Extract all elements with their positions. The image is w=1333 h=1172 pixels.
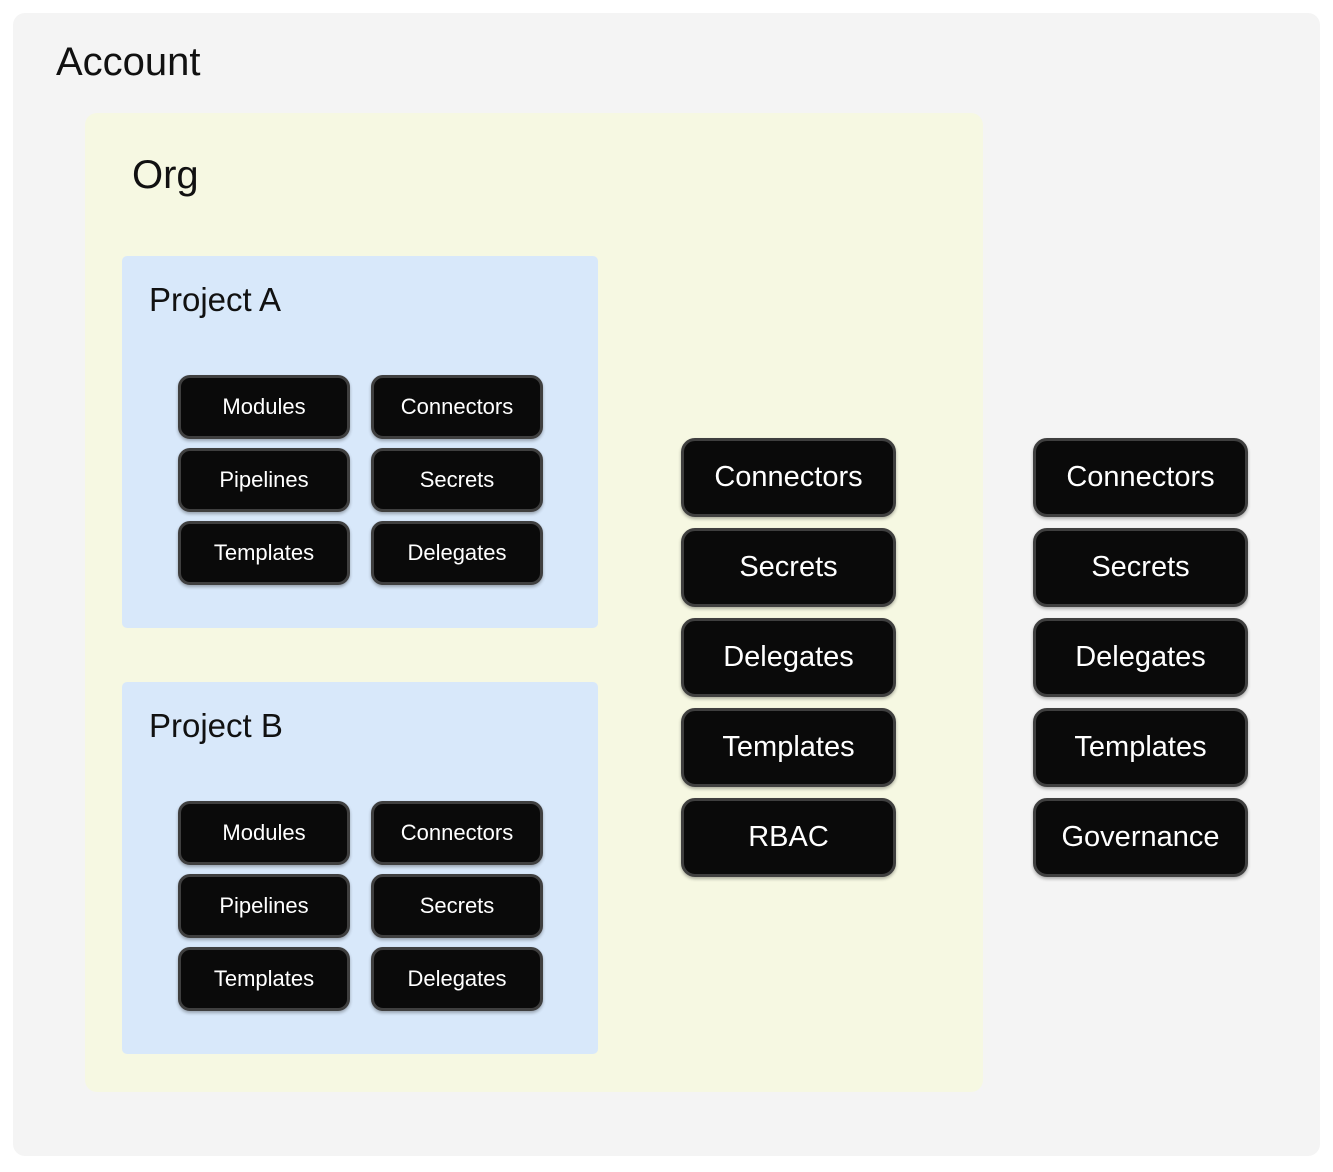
- org-templates-pill: Templates: [681, 708, 896, 787]
- org-container: Org Project A Modules Connectors Pipelin…: [85, 113, 983, 1092]
- project-a-container: Project A Modules Connectors Pipelines S…: [122, 256, 598, 628]
- org-secrets-pill: Secrets: [681, 528, 896, 607]
- project-a-pipelines-pill: Pipelines: [178, 448, 350, 512]
- account-delegates-pill: Delegates: [1033, 618, 1248, 697]
- project-a-delegates-pill: Delegates: [371, 521, 543, 585]
- org-delegates-pill: Delegates: [681, 618, 896, 697]
- project-a-connectors-pill: Connectors: [371, 375, 543, 439]
- account-governance-pill: Governance: [1033, 798, 1248, 877]
- project-a-modules-pill: Modules: [178, 375, 350, 439]
- account-connectors-pill: Connectors: [1033, 438, 1248, 517]
- org-title: Org: [132, 153, 199, 197]
- project-b-title: Project B: [149, 707, 283, 744]
- account-secrets-pill: Secrets: [1033, 528, 1248, 607]
- account-container: Account Org Project A Modules Connectors…: [13, 13, 1320, 1156]
- project-b-delegates-pill: Delegates: [371, 947, 543, 1011]
- project-a-templates-pill: Templates: [178, 521, 350, 585]
- project-b-modules-pill: Modules: [178, 801, 350, 865]
- project-b-pipelines-pill: Pipelines: [178, 874, 350, 938]
- project-b-connectors-pill: Connectors: [371, 801, 543, 865]
- org-rbac-pill: RBAC: [681, 798, 896, 877]
- project-b-secrets-pill: Secrets: [371, 874, 543, 938]
- project-b-container: Project B Modules Connectors Pipelines S…: [122, 682, 598, 1054]
- project-b-templates-pill: Templates: [178, 947, 350, 1011]
- account-title: Account: [56, 40, 201, 84]
- account-templates-pill: Templates: [1033, 708, 1248, 787]
- project-a-title: Project A: [149, 281, 282, 318]
- project-a-secrets-pill: Secrets: [371, 448, 543, 512]
- org-connectors-pill: Connectors: [681, 438, 896, 517]
